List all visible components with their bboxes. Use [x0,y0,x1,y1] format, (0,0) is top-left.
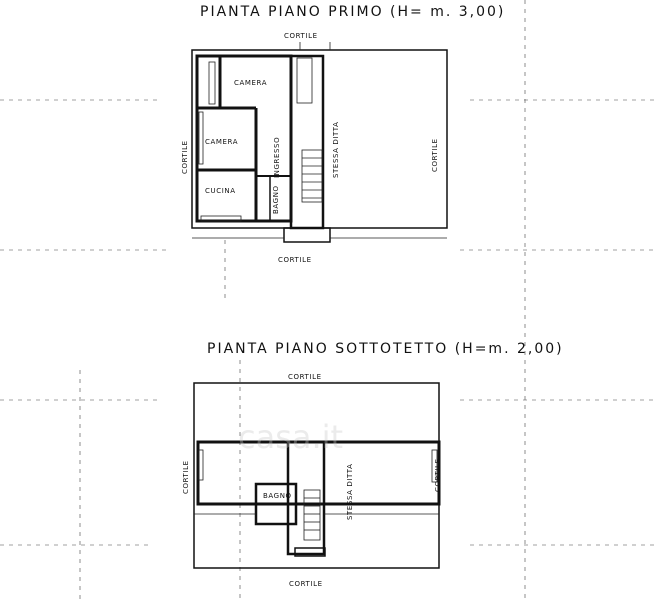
first-room-label-stessa-ditta: STESSA DITTA [332,121,340,178]
first-courtyard-bottom-label: CORTILE [278,256,312,264]
first-floor-plan [191,42,448,243]
attic-room-label-stessa-ditta: STESSA DITTA [346,463,354,520]
first-courtyard-left-label: CORTILE [181,140,189,174]
first-room-label-camera-1: CAMERA [234,79,267,87]
first-courtyard-right-label: CORTILE [431,138,439,172]
attic-courtyard-left-label: CORTILE [182,460,190,494]
first-courtyard-top-label: CORTILE [284,32,318,40]
attic-floor-plan [193,382,441,569]
title-first-floor: PIANTA PIANO PRIMO (H= m. 3,00) [200,4,505,20]
watermark: casa.it [238,418,343,456]
attic-courtyard-bottom-label: CORTILE [289,580,323,588]
attic-courtyard-top-label: CORTILE [288,373,322,381]
first-room-label-camera-2: CAMERA [205,138,238,146]
attic-room-label-bagno: BAGNO [263,492,292,500]
first-room-label-ingresso: INGRESSO [273,137,281,178]
first-room-label-bagno: BAGNO [272,185,280,214]
first-room-label-cucina: CUCINA [205,187,236,195]
title-attic-floor: PIANTA PIANO SOTTOTETTO (H=m. 2,00) [207,341,564,357]
